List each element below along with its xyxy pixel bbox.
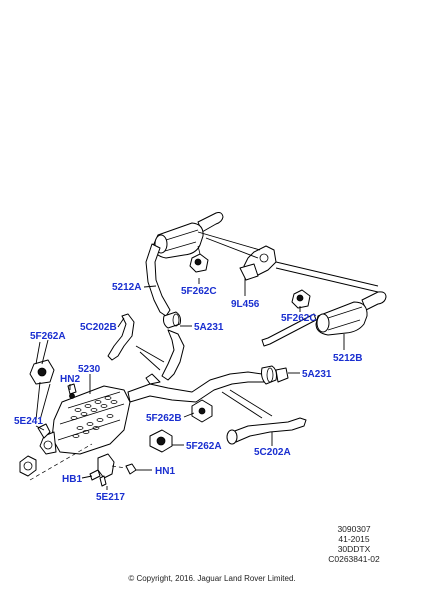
callout-HN1[interactable]: HN1 — [155, 466, 175, 477]
callout-5F262B[interactable]: 5F262B — [146, 413, 182, 424]
callout-5212A[interactable]: 5212A — [112, 282, 141, 293]
reference-block: 3090307 41-2015 30DDTX C0263841-02 — [319, 524, 389, 564]
intermediate-pipe — [127, 371, 265, 403]
clamp-5A231-top — [163, 311, 181, 329]
callout-5C202A[interactable]: 5C202A — [254, 447, 291, 458]
reference-line-3: 30DDTX — [337, 544, 371, 554]
callout-5230[interactable]: 5230 — [78, 364, 101, 375]
callout-5A231-right[interactable]: 5A231 — [302, 369, 332, 380]
nut-HN1 — [125, 463, 137, 475]
callout-5F262C-top[interactable]: 5F262C — [181, 286, 217, 297]
pipe-5C202A — [226, 417, 307, 445]
catalytic-converter-5230 — [39, 385, 131, 455]
callout-5E217[interactable]: 5E217 — [96, 492, 125, 503]
pipe-5C202B — [107, 313, 185, 381]
hanger-5F262B — [191, 399, 213, 423]
callout-9L456[interactable]: 9L456 — [231, 299, 260, 310]
callout-5C202B[interactable]: 5C202B — [80, 322, 117, 333]
callout-5E241[interactable]: 5E241 — [14, 416, 43, 427]
callout-HN2[interactable]: HN2 — [60, 374, 80, 385]
hanger-5F262A-left — [29, 359, 55, 385]
gasket-5E241 — [37, 423, 51, 439]
reference-line-4: C0263841-02 — [328, 554, 380, 564]
copyright-notice: © Copyright, 2016. Jaguar Land Rover Lim… — [128, 574, 296, 583]
callout-HB1[interactable]: HB1 — [62, 474, 82, 485]
callout-5F262A-mid[interactable]: 5F262A — [186, 441, 222, 452]
reference-line-1: 3090307 — [337, 524, 371, 534]
hanger-5F262C-right — [291, 289, 311, 309]
hanger-5F262C-top — [189, 245, 209, 273]
callout-5212B[interactable]: 5212B — [333, 353, 362, 364]
hanger-5F262A-mid — [149, 429, 173, 453]
rear-muffler-right — [261, 291, 387, 347]
callout-5A231-top[interactable]: 5A231 — [194, 322, 224, 333]
flange-gasket — [19, 455, 37, 477]
callout-5F262A-left[interactable]: 5F262A — [30, 331, 66, 342]
bolt-HB1 — [89, 469, 101, 481]
bracket-9L456 — [239, 245, 277, 281]
reference-line-2: 41-2015 — [338, 534, 370, 544]
sensor-5E217 — [97, 453, 115, 487]
sensor-HN2 — [67, 383, 77, 399]
clamp-5A231-right — [261, 365, 289, 385]
callout-5F262C-right[interactable]: 5F262C — [281, 313, 317, 324]
rear-muffler-left — [145, 212, 224, 317]
